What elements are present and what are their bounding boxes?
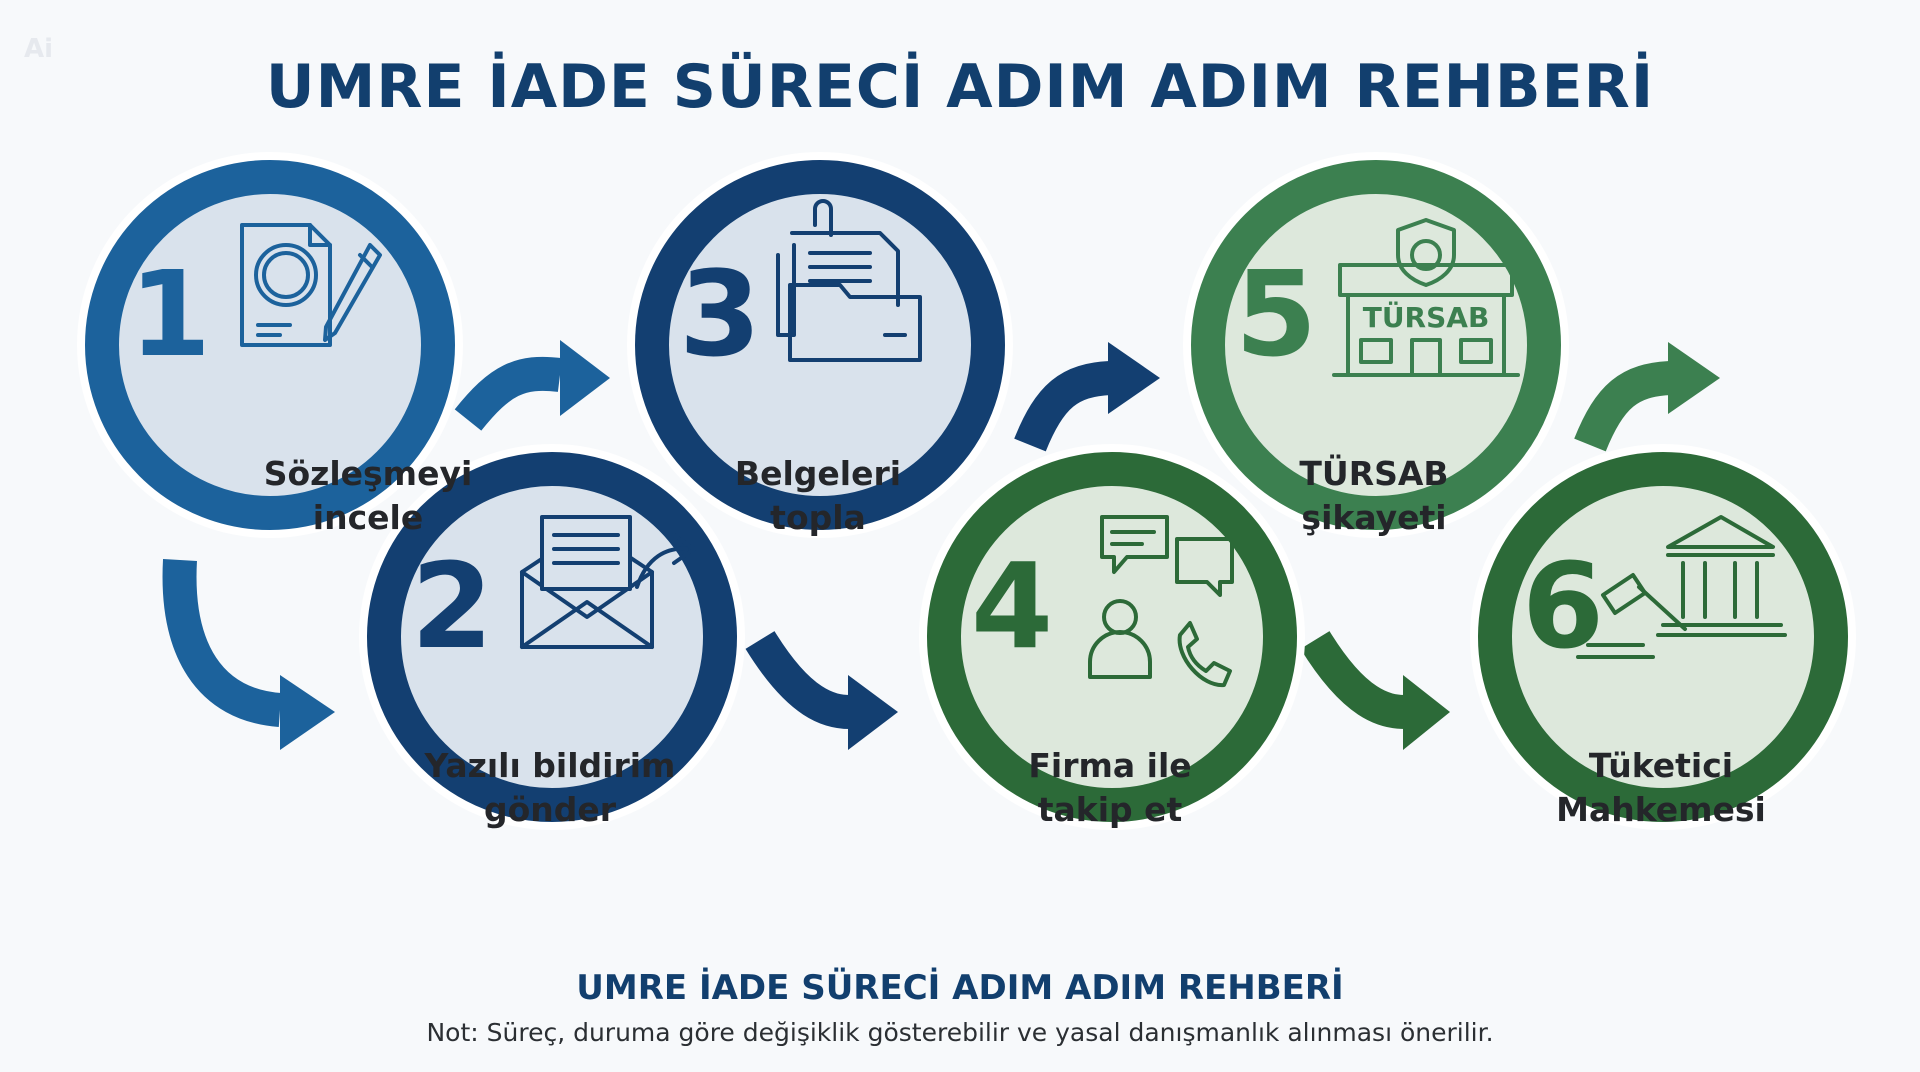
connector-5-6-arrow-head — [1668, 342, 1720, 414]
chat-bubble-right — [1175, 537, 1234, 597]
folder-documents-icon — [776, 199, 922, 362]
step-2-label-line-1: Yazılı bildirim — [424, 746, 676, 785]
step-3-label-line-2: topla — [770, 498, 866, 537]
connector-3-4-arrow-shaft — [1014, 361, 1112, 452]
connector-1-2-arrow-shaft — [162, 559, 282, 727]
paper-sheet — [790, 231, 900, 307]
connector-2-3-arrow-shaft — [745, 630, 851, 729]
chat-bubble-left — [1100, 515, 1169, 574]
building-window-left — [1359, 338, 1393, 364]
step-4-label-line-1: Firma ile — [1028, 746, 1192, 785]
building-door — [1410, 338, 1442, 377]
document-search-icon — [240, 223, 382, 347]
phone-handset — [1177, 621, 1232, 688]
step-icons: TÜRSAB — [240, 199, 1787, 688]
chat-phone-icon — [1088, 515, 1234, 688]
footer-title: UMRE İADE SÜRECİ ADIM ADIM REHBERİ — [576, 968, 1344, 1008]
step-5-label: TÜRSAB şikayeti — [1214, 452, 1534, 540]
folder-back-sheets — [776, 243, 796, 337]
pen-clip — [358, 253, 374, 269]
connector-4-5-arrow — [1300, 630, 1450, 750]
step-5-label-line-1: TÜRSAB — [1299, 454, 1449, 493]
step-4-label: Firma ile takip et — [950, 744, 1270, 832]
step-2-label-line-2: gönder — [483, 790, 617, 829]
document-lines — [256, 323, 292, 337]
step-6-label-line-2: Mahkemesi — [1556, 790, 1766, 829]
connector-1-2-up-arrow-shaft — [454, 356, 563, 431]
step-3-label-line-1: Belgeleri — [734, 454, 902, 493]
page-title: UMRE İADE SÜRECİ ADIM ADIM REHBERİ — [265, 52, 1655, 122]
step-1-label-line-2: incele — [312, 498, 424, 537]
connector-2-3-arrow-head — [848, 675, 898, 750]
magnifier-lens — [254, 243, 318, 307]
step-5-circle-ring — [1191, 160, 1561, 530]
step-3-circle-ring — [635, 160, 1005, 530]
folder-front — [788, 283, 922, 362]
envelope-lower-flap — [520, 600, 654, 649]
tursab-building-icon: TÜRSAB — [1332, 218, 1520, 377]
connector-5-6-arrow — [1574, 342, 1720, 452]
step-5-label-line-2: şikayeti — [1301, 498, 1447, 537]
gavel-handle — [1637, 585, 1687, 631]
step-4-label-line-2: takip et — [1037, 790, 1183, 829]
step-1-label-line-1: Sözleşmeyi — [263, 454, 473, 493]
connector-4-5-arrow-shaft — [1300, 630, 1406, 729]
tursab-sign-text: TÜRSAB — [1363, 300, 1490, 334]
send-arrow-shaft — [635, 546, 689, 589]
step-1-number: 1 — [129, 245, 211, 383]
step-4-circle: 4 — [919, 444, 1305, 830]
envelope-send-icon — [520, 515, 696, 649]
step-5-circle: 5 — [1183, 152, 1569, 538]
letter-sheet — [540, 515, 632, 591]
connector-1-2-arrow — [162, 559, 335, 750]
send-arrow-head — [672, 533, 696, 565]
paper-clip — [813, 199, 833, 237]
connector-1-2-up-arrow — [454, 340, 610, 431]
step-6-number: 6 — [1522, 537, 1604, 675]
step-3-number: 3 — [679, 245, 761, 383]
step-5-number: 5 — [1235, 245, 1317, 383]
flow-connectors — [162, 340, 1720, 750]
document-outline — [240, 223, 332, 347]
chat-lines — [1110, 530, 1156, 546]
magnifier-inner — [262, 251, 310, 299]
shield-globe — [1410, 239, 1442, 271]
connector-1-2-arrow-head — [280, 675, 335, 750]
step-4-circle-ring — [927, 452, 1297, 822]
connector-3-4-arrow-head — [1108, 342, 1160, 414]
step-3-circle: 3 — [627, 152, 1013, 538]
building-window-right — [1459, 338, 1493, 364]
courthouse-roof — [1666, 515, 1775, 549]
connector-2-3-arrow — [745, 630, 898, 750]
step-2-label: Yazılı bildirim gönder — [390, 744, 710, 832]
person-body — [1088, 630, 1152, 679]
document-fold — [308, 223, 332, 247]
letter-lines — [552, 533, 620, 565]
courthouse-columns — [1681, 561, 1759, 619]
step-6-label-line-1: Tüketici — [1588, 746, 1734, 785]
ai-watermark: Ai — [24, 34, 54, 64]
paper-lines — [808, 251, 872, 283]
step-2-circle-ring — [367, 452, 737, 822]
connector-5-6-arrow-shaft — [1574, 361, 1672, 452]
step-2-circle: 2 — [359, 444, 745, 830]
step-6-label: Tüketici Mahkemesi — [1501, 744, 1821, 832]
pen-body — [323, 243, 382, 342]
footer-note: Not: Süreç, duruma göre değişiklik göste… — [426, 1018, 1494, 1047]
step-2-number: 2 — [411, 537, 493, 675]
step-4-number: 4 — [971, 537, 1053, 675]
connector-1-2-up-arrow-head — [560, 340, 610, 416]
gavel-sound-block — [1576, 643, 1655, 659]
connector-3-4-arrow — [1014, 342, 1160, 452]
connector-4-5-arrow-head — [1403, 675, 1450, 750]
courthouse-gavel-icon — [1576, 515, 1787, 659]
step-3-label: Belgeleri topla — [658, 452, 978, 540]
step-1-label: Sözleşmeyi incele — [208, 452, 528, 540]
